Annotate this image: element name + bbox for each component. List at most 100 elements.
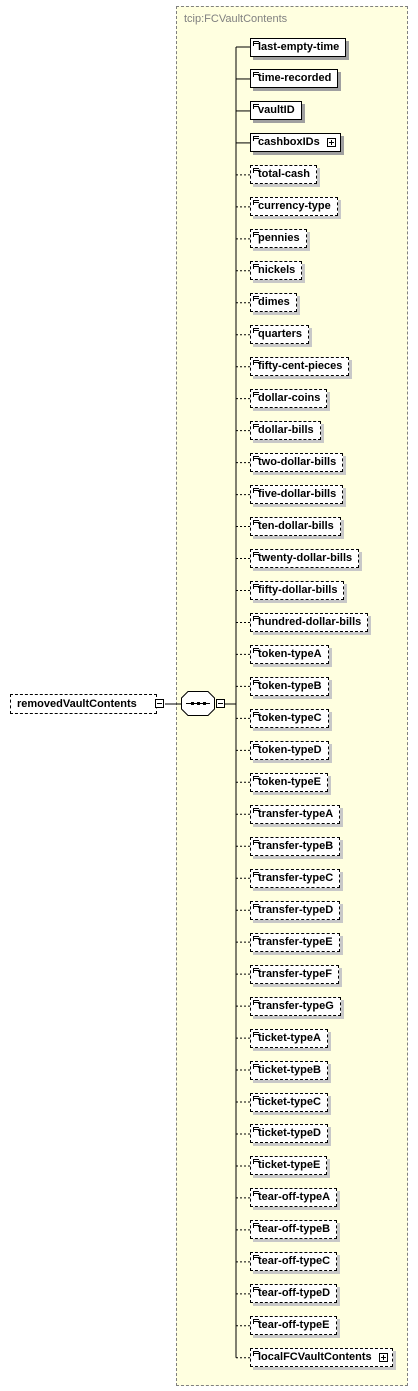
child-element-transfer-typeF[interactable]: transfer-typeF — [250, 965, 339, 984]
child-element-ticket-typeB[interactable]: ticket-typeB — [250, 1061, 328, 1080]
element-marker-icon — [253, 1223, 259, 1228]
element-marker-icon — [253, 904, 259, 909]
child-element-dollar-bills[interactable]: dollar-bills — [250, 421, 321, 440]
root-element[interactable]: removedVaultContents — [10, 694, 157, 714]
child-element-twenty-dollar-bills[interactable]: twenty-dollar-bills — [250, 549, 360, 568]
child-element-label: ten-dollar-bills — [258, 520, 334, 532]
child-element-transfer-typeG[interactable]: transfer-typeG — [250, 997, 341, 1016]
element-marker-icon — [253, 1032, 259, 1037]
child-element-label: localFCVaultContents — [258, 1351, 372, 1363]
child-element-label: transfer-typeG — [258, 1000, 334, 1012]
child-element-tear-off-typeA[interactable]: tear-off-typeA — [250, 1188, 338, 1207]
child-element-transfer-typeC[interactable]: transfer-typeC — [250, 869, 341, 888]
child-element-tear-off-typeE[interactable]: tear-off-typeE — [250, 1316, 337, 1335]
element-marker-icon — [253, 1127, 259, 1132]
child-element-token-typeE[interactable]: token-typeE — [250, 773, 328, 792]
child-element-label: fifty-dollar-bills — [258, 584, 338, 596]
child-element-label: transfer-typeB — [258, 840, 334, 852]
collapse-sequence-icon[interactable] — [216, 699, 225, 708]
child-element-total-cash[interactable]: total-cash — [250, 165, 317, 184]
child-element-label: quarters — [258, 328, 303, 340]
element-marker-icon — [253, 328, 259, 333]
element-marker-icon — [253, 1159, 259, 1164]
child-element-label: transfer-typeD — [258, 904, 334, 916]
element-marker-icon — [253, 424, 259, 429]
child-element-quarters[interactable]: quarters — [250, 325, 310, 344]
child-element-label: ticket-typeB — [258, 1064, 321, 1076]
child-element-ticket-typeA[interactable]: ticket-typeA — [250, 1029, 328, 1048]
child-element-five-dollar-bills[interactable]: five-dollar-bills — [250, 485, 344, 504]
child-element-label: ticket-typeA — [258, 1032, 321, 1044]
child-element-tear-off-typeC[interactable]: tear-off-typeC — [250, 1252, 338, 1271]
element-marker-icon — [253, 616, 259, 621]
child-element-transfer-typeB[interactable]: transfer-typeB — [250, 837, 341, 856]
element-marker-icon — [253, 1287, 259, 1292]
element-marker-icon — [253, 744, 259, 749]
child-element-label: total-cash — [258, 168, 310, 180]
child-element-tear-off-typeB[interactable]: tear-off-typeB — [250, 1220, 338, 1239]
child-element-fifty-cent-pieces[interactable]: fifty-cent-pieces — [250, 357, 350, 376]
child-element-ticket-typeD[interactable]: ticket-typeD — [250, 1124, 328, 1143]
expand-cashboxIDs-icon[interactable] — [327, 138, 336, 147]
expand-localFCVaultContents-icon[interactable] — [379, 1353, 388, 1362]
child-element-transfer-typeA[interactable]: transfer-typeA — [250, 805, 341, 824]
element-marker-icon — [253, 712, 259, 717]
child-element-label: token-typeE — [258, 776, 321, 788]
child-element-label: token-typeD — [258, 744, 322, 756]
child-element-label: vaultID — [258, 104, 295, 116]
child-element-vaultID[interactable]: vaultID — [250, 101, 302, 120]
child-element-label: dollar-bills — [258, 424, 314, 436]
element-marker-icon — [253, 232, 259, 237]
element-marker-icon — [253, 488, 259, 493]
child-element-label: token-typeC — [258, 712, 322, 724]
child-element-token-typeC[interactable]: token-typeC — [250, 709, 329, 728]
root-element-label: removedVaultContents — [17, 698, 137, 710]
child-element-fifty-dollar-bills[interactable]: fifty-dollar-bills — [250, 581, 345, 600]
child-element-token-typeD[interactable]: token-typeD — [250, 741, 329, 760]
child-element-label: tear-off-typeD — [258, 1287, 331, 1299]
child-element-two-dollar-bills[interactable]: two-dollar-bills — [250, 453, 344, 472]
child-element-hundred-dollar-bills[interactable]: hundred-dollar-bills — [250, 613, 369, 632]
element-marker-icon — [253, 456, 259, 461]
child-element-label: ticket-typeE — [258, 1159, 321, 1171]
child-element-label: tear-off-typeE — [258, 1319, 330, 1331]
child-element-dimes[interactable]: dimes — [250, 293, 297, 312]
child-element-transfer-typeD[interactable]: transfer-typeD — [250, 901, 341, 920]
child-element-transfer-typeE[interactable]: transfer-typeE — [250, 933, 340, 952]
child-element-label: hundred-dollar-bills — [258, 616, 362, 628]
element-marker-icon — [253, 840, 259, 845]
type-title: tcip:FCVaultContents — [184, 13, 288, 25]
child-element-pennies[interactable]: pennies — [250, 229, 307, 248]
child-element-label: token-typeA — [258, 648, 322, 660]
child-element-localFCVaultContents[interactable]: localFCVaultContents — [250, 1348, 393, 1367]
child-element-label: token-typeB — [258, 680, 322, 692]
child-element-label: transfer-typeE — [258, 936, 333, 948]
element-marker-icon — [253, 264, 259, 269]
child-element-label: cashboxIDs — [258, 136, 320, 148]
element-marker-icon — [253, 1096, 259, 1101]
child-element-currency-type[interactable]: currency-type — [250, 197, 338, 216]
child-element-ten-dollar-bills[interactable]: ten-dollar-bills — [250, 517, 341, 536]
element-marker-icon — [253, 648, 259, 653]
child-element-ticket-typeC[interactable]: ticket-typeC — [250, 1093, 328, 1112]
child-element-cashboxIDs[interactable]: cashboxIDs — [250, 133, 341, 152]
child-element-label: tear-off-typeC — [258, 1255, 331, 1267]
child-element-tear-off-typeD[interactable]: tear-off-typeD — [250, 1284, 338, 1303]
child-element-last-empty-time[interactable]: last-empty-time — [250, 38, 347, 57]
element-marker-icon — [253, 200, 259, 205]
child-element-token-typeB[interactable]: token-typeB — [250, 677, 329, 696]
collapse-root-icon[interactable] — [155, 699, 164, 708]
child-element-ticket-typeE[interactable]: ticket-typeE — [250, 1156, 328, 1175]
element-marker-icon — [253, 872, 259, 877]
element-marker-icon — [253, 136, 259, 141]
child-element-token-typeA[interactable]: token-typeA — [250, 645, 329, 664]
child-element-label: nickels — [258, 264, 296, 276]
child-element-label: fifty-cent-pieces — [258, 360, 343, 372]
child-element-nickels[interactable]: nickels — [250, 261, 303, 280]
child-element-time-recorded[interactable]: time-recorded — [250, 69, 339, 88]
child-element-dollar-coins[interactable]: dollar-coins — [250, 389, 328, 408]
child-element-label: tear-off-typeB — [258, 1223, 331, 1235]
element-marker-icon — [253, 520, 259, 525]
